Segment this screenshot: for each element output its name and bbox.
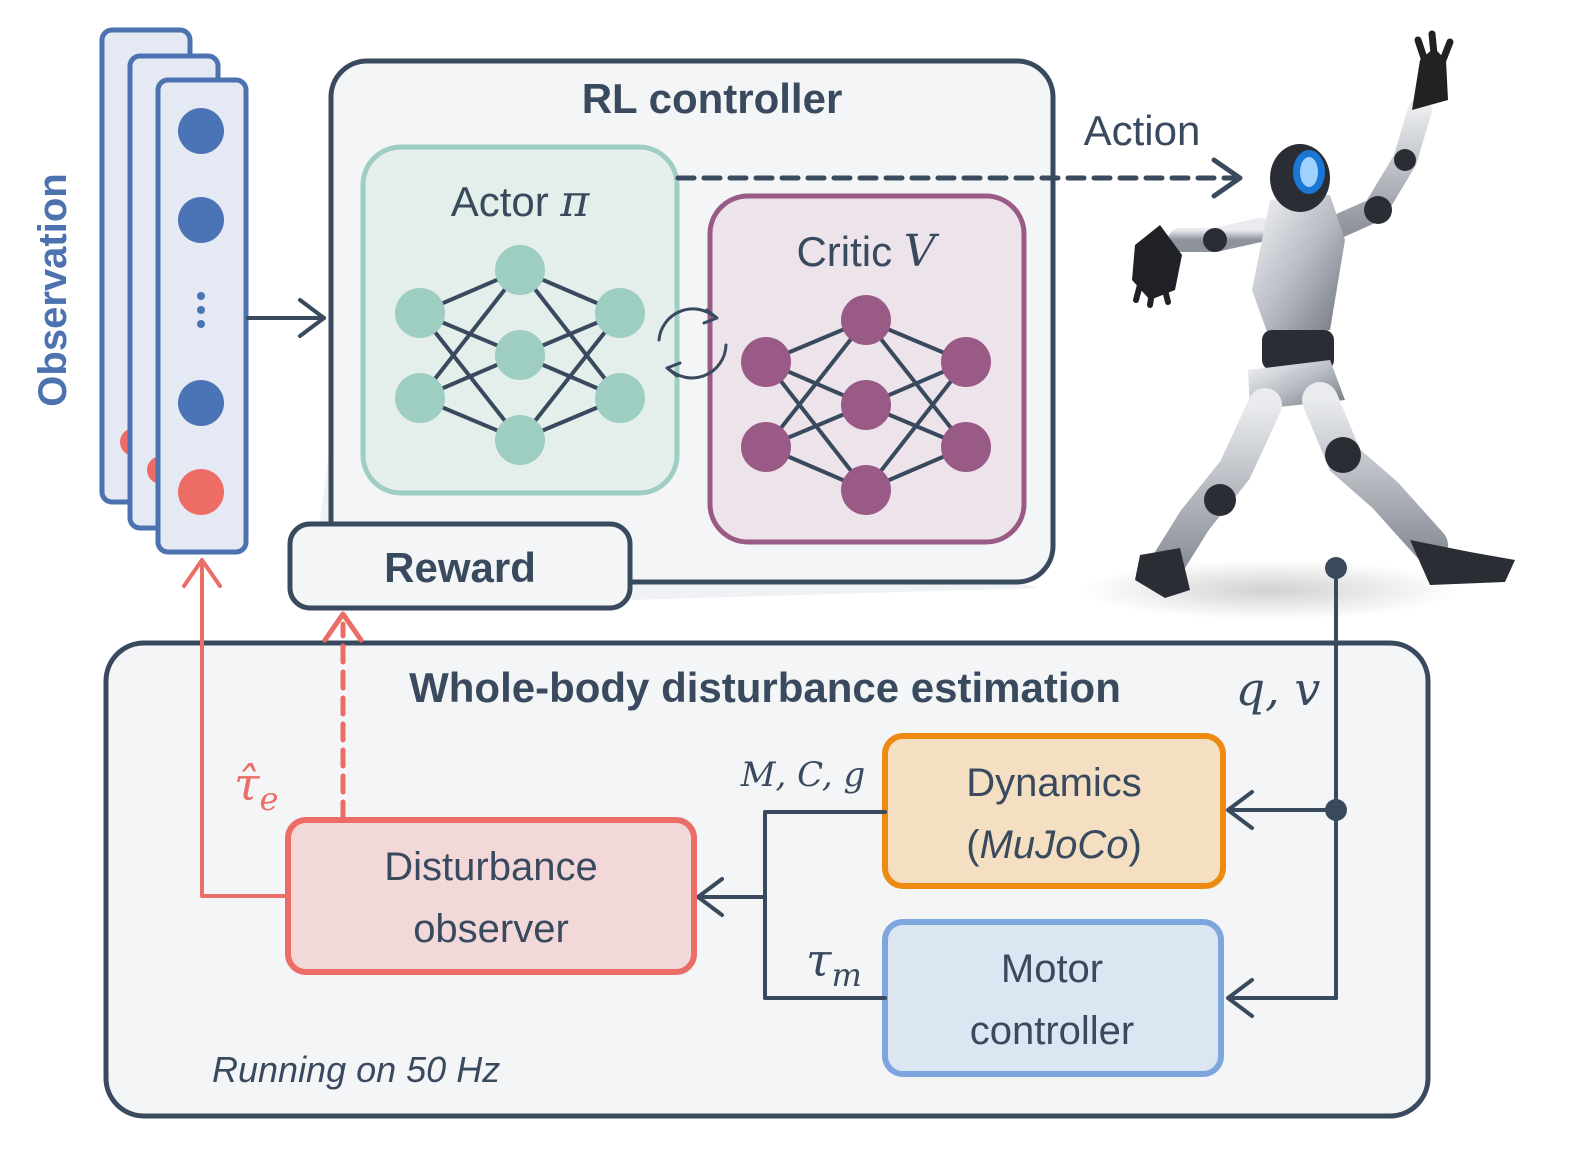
state-source-dot [1325,557,1347,579]
estimate-to-reward-arrow [322,611,364,821]
actor-node [495,330,545,380]
motor-torque-label: τm [806,933,862,994]
action-label: Action [1084,107,1201,154]
motor-controller-line2: controller [970,1009,1135,1053]
critic-node [741,422,791,472]
estimated-disturbance-label: τ̂e [234,757,278,818]
critic-node [941,422,991,472]
humanoid-robot-image [1080,30,1515,620]
critic-label: Critic V [796,226,939,277]
state-label: q, v [1236,662,1321,716]
observation-node-disturbance [178,469,224,515]
disturbance-observer-line1: Disturbance [384,845,597,889]
dynamics-to-observer-line [696,810,887,1000]
state-feedback-line [1226,566,1338,1018]
actor-network-nodes [395,245,645,465]
actor-node [395,288,445,338]
observation-label: Observation [31,173,75,406]
disturbance-observer-line2: observer [413,907,569,951]
observation-ellipsis-dot [197,306,205,314]
action-arrow [675,157,1243,199]
actor-node [495,245,545,295]
critic-node [841,295,891,345]
estimate-to-observation-arrow [182,558,290,898]
actor-node [595,288,645,338]
observation-node [178,108,224,154]
actor-node [395,373,445,423]
disturbance-estimation-title: Whole-body disturbance estimation [409,664,1121,711]
critic-node [941,337,991,387]
cycle-icon [657,307,728,380]
reward-label: Reward [384,544,536,591]
observation-to-controller-arrow [246,298,326,338]
state-branch-dot [1325,799,1347,821]
actor-node [495,415,545,465]
observation-node [178,197,224,243]
critic-network-nodes [741,295,991,515]
critic-node [841,465,891,515]
dynamics-label-line1: Dynamics [966,761,1142,805]
reward-box [287,521,633,611]
frequency-note: Running on 50 Hz [212,1049,500,1090]
observation-node [178,380,224,426]
dynamics-output-label: M, C, g [740,755,866,795]
observation-frame-front [155,77,249,555]
rl-controller-title: RL controller [582,75,843,122]
critic-node [841,380,891,430]
actor-label: Actor π [451,176,591,227]
observation-ellipsis-dot [197,320,205,328]
observation-ellipsis-dot [197,292,205,300]
motor-controller-line1: Motor [1001,947,1103,991]
observation-stack [99,27,249,555]
actor-node [595,373,645,423]
dynamics-label-line2: (MuJoCo) [966,823,1142,867]
critic-node [741,337,791,387]
